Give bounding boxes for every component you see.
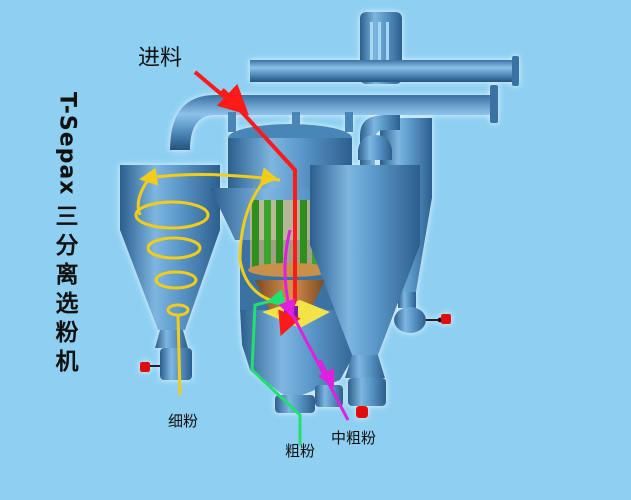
cyclone-right-medium bbox=[310, 135, 420, 418]
fine-powder-label: 细粉 bbox=[168, 412, 199, 430]
valve-icon bbox=[356, 406, 368, 418]
title-char: 选 bbox=[55, 291, 79, 318]
coarse-powder-label: 粗粉 bbox=[285, 442, 316, 460]
title-char: 离 bbox=[55, 262, 79, 289]
title-char: 机 bbox=[55, 349, 79, 376]
valve-icon bbox=[140, 362, 150, 372]
diagram-title: T-Sepax 三 分 离 选 粉 机 bbox=[50, 92, 84, 377]
flow-paths bbox=[134, 70, 350, 445]
medium-coarse-powder-flow bbox=[278, 229, 350, 421]
fine-powder-flow bbox=[134, 167, 281, 396]
upper-outlet-pipe bbox=[250, 56, 519, 86]
valve-icon bbox=[441, 314, 451, 324]
title-char: 粉 bbox=[55, 320, 79, 347]
feed-label: 进料 bbox=[138, 46, 183, 71]
title-char: 分 bbox=[55, 233, 79, 260]
medium-coarse-powder-label: 中粗粉 bbox=[331, 429, 377, 447]
main-outlet-pipe bbox=[170, 85, 498, 150]
title-chinese: 三 分 离 选 粉 机 bbox=[50, 203, 84, 377]
coarse-powder-flow bbox=[250, 289, 302, 445]
title-latin: T-Sepax bbox=[54, 92, 80, 196]
title-char: 三 bbox=[55, 204, 79, 231]
